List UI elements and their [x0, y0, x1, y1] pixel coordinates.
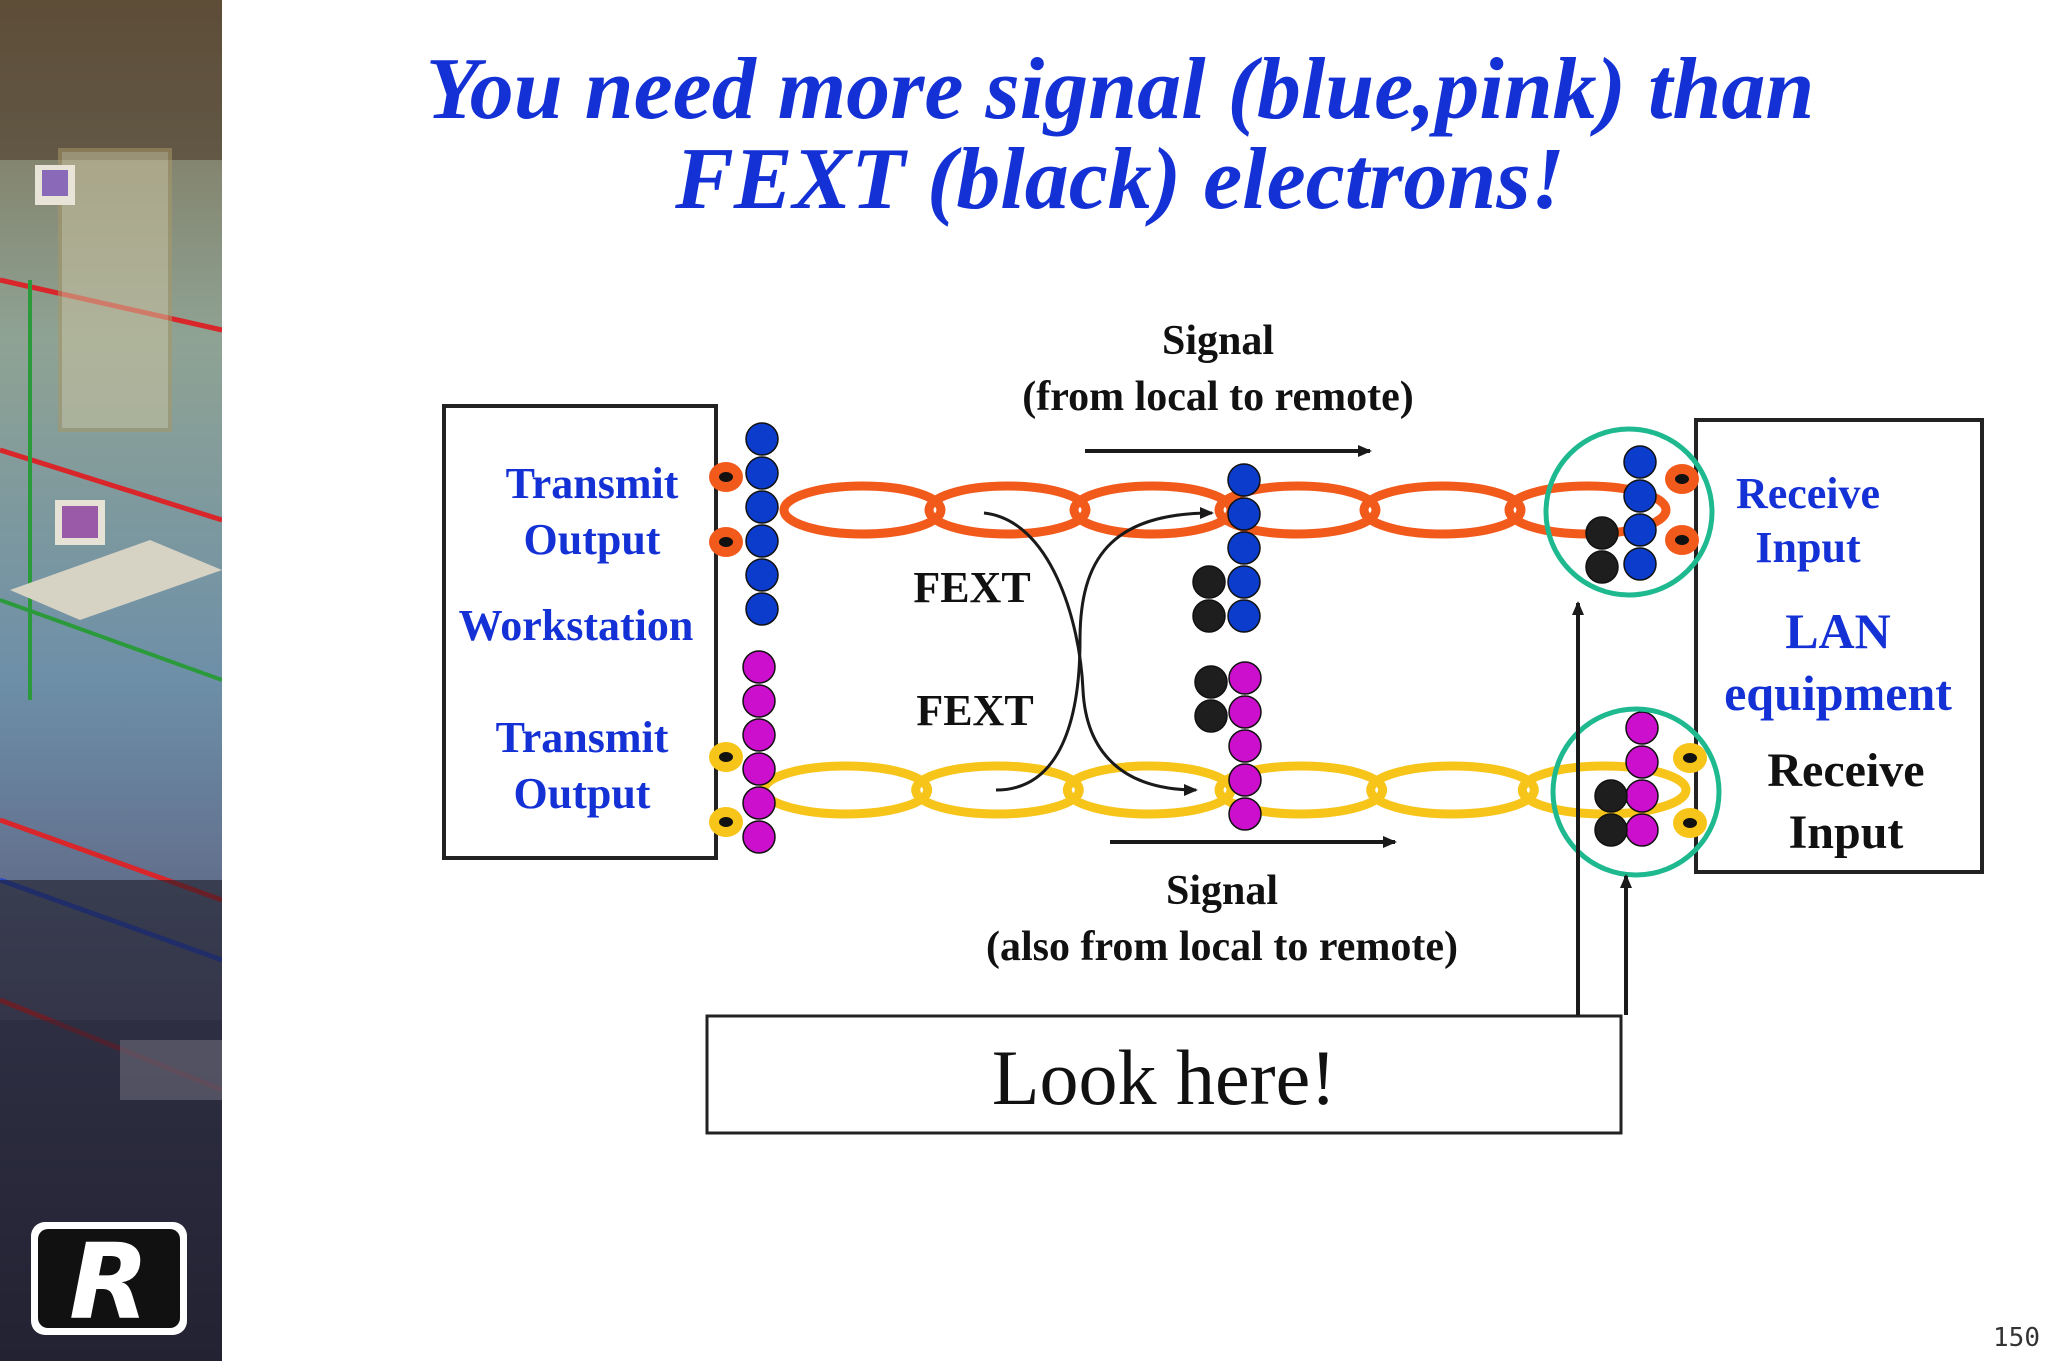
- signal-bottom-label-1: Signal: [1166, 868, 1278, 914]
- highlight-circle-bottom: [1550, 706, 1722, 878]
- terminal-dot: [1683, 818, 1697, 828]
- blue-signal-electron: [1227, 531, 1261, 565]
- lan-receive-top-label-1: Receive: [1736, 469, 1880, 518]
- pink-signal-electron: [1228, 695, 1262, 729]
- ws-transmit-bottom-label-1: Transmit: [496, 713, 669, 762]
- terminal-dot: [719, 752, 733, 762]
- pink-signal-electron: [742, 752, 776, 786]
- blue-signal-electron: [1227, 565, 1261, 599]
- signal-top-label-1: Signal: [1162, 318, 1274, 364]
- title-line-1: You need more signal (blue,pink) than: [425, 41, 1815, 138]
- pink-signal-electron: [742, 786, 776, 820]
- ws-transmit-top-label-2: Output: [524, 515, 661, 564]
- pink-signal-electron: [1228, 797, 1262, 831]
- pink-signal-electron: [1625, 711, 1659, 745]
- look-here-text: Look here!: [992, 1034, 1336, 1121]
- look-here-box: [705, 1014, 1623, 1135]
- blue-signal-electron: [1227, 497, 1261, 531]
- orange-twisted-pair: [779, 481, 1671, 539]
- yellow-pair-twist: [1366, 761, 1539, 819]
- yellow-pair-twist: [1517, 761, 1691, 819]
- blue-signal-electron: [745, 490, 779, 524]
- pink-signal-electron: [1625, 745, 1659, 779]
- fext-curve-top-to-bottom: [983, 511, 1198, 796]
- pink-signal-electron: [1228, 763, 1262, 797]
- signal-top-label-2: (from local to remote): [1022, 374, 1413, 420]
- pink-signal-electron: [742, 684, 776, 718]
- orange-pair-twist: [924, 481, 1091, 539]
- blue-signal-electron: [1227, 599, 1261, 633]
- lan-receive-top-label-2: Input: [1755, 523, 1861, 572]
- ws-transmit-bottom-label-2: Output: [514, 769, 651, 818]
- slide-title: You need more signal (blue,pink) than FE…: [330, 45, 1910, 225]
- pink-signal-electron: [742, 650, 776, 684]
- pink-signal-electron: [1625, 779, 1659, 813]
- yellow-pair-twist: [759, 761, 933, 819]
- yellow-twisted-pair: [759, 761, 1691, 819]
- sidebar-photo: R: [0, 0, 222, 1361]
- r-logo-icon: R: [31, 1221, 187, 1343]
- blue-signal-electron: [745, 422, 779, 456]
- blue-signal-electron: [745, 592, 779, 626]
- electron-stacks: [742, 422, 1659, 854]
- terminal-dot: [1675, 474, 1689, 484]
- black-fext-electron: [1194, 665, 1228, 699]
- blue-signal-electron: [745, 558, 779, 592]
- pink-signal-electron: [1228, 661, 1262, 695]
- workstation-label: Workstation: [459, 601, 694, 650]
- orange-pair-twist: [1214, 481, 1381, 539]
- blue-signal-electron: [1623, 479, 1657, 513]
- pink-signal-electron: [742, 718, 776, 752]
- sidebar-decoration: R: [0, 0, 222, 1361]
- blue-signal-electron: [745, 456, 779, 490]
- lan-equipment-box: [1694, 418, 1984, 874]
- orange-pair-twist: [1359, 481, 1526, 539]
- workstation-box: [442, 404, 718, 860]
- terminal-dot: [719, 537, 733, 547]
- terminal-dot: [1683, 753, 1697, 763]
- black-fext-electron: [1192, 599, 1226, 633]
- orange-pair-twist: [779, 481, 946, 539]
- black-fext-electron: [1585, 516, 1619, 550]
- fext-curve-bottom-to-top: [995, 507, 1214, 792]
- terminal-dot: [1675, 535, 1689, 545]
- title-line-2: FEXT (black) electrons!: [675, 131, 1565, 228]
- pair-terminals: [709, 462, 1707, 838]
- fext-label-bottom: FEXT: [916, 686, 1033, 735]
- signal-bottom-label-2: (also from local to remote): [986, 924, 1458, 970]
- ws-transmit-top-label-1: Transmit: [506, 459, 679, 508]
- lan-receive-bottom-label-2: Input: [1789, 806, 1904, 859]
- blue-signal-electron: [1227, 463, 1261, 497]
- terminal-dot: [719, 472, 733, 482]
- lan-name-label-1: LAN: [1785, 603, 1891, 659]
- yellow-pair-twist: [1062, 761, 1236, 819]
- black-fext-electron: [1594, 779, 1628, 813]
- yellow-pair-twist: [911, 761, 1084, 819]
- pink-signal-electron: [1625, 813, 1659, 847]
- pink-signal-electron: [1228, 729, 1262, 763]
- black-fext-electron: [1594, 813, 1628, 847]
- page-number: 150: [1993, 1323, 2040, 1353]
- terminal-dot: [719, 817, 733, 827]
- lan-name-label-2: equipment: [1724, 665, 1952, 721]
- blue-signal-electron: [1623, 445, 1657, 479]
- highlight-circle-top: [1543, 426, 1715, 598]
- blue-signal-electron: [1623, 547, 1657, 581]
- blue-signal-electron: [745, 524, 779, 558]
- blue-signal-electron: [1623, 513, 1657, 547]
- orange-pair-twist: [1069, 481, 1236, 539]
- black-fext-electron: [1192, 565, 1226, 599]
- black-fext-electron: [1585, 550, 1619, 584]
- pink-signal-electron: [742, 820, 776, 854]
- fext-label-top: FEXT: [913, 563, 1030, 612]
- lan-receive-bottom-label-1: Receive: [1767, 744, 1924, 797]
- logo-letter: R: [69, 1221, 149, 1343]
- yellow-pair-twist: [1214, 761, 1388, 819]
- black-fext-electron: [1194, 699, 1228, 733]
